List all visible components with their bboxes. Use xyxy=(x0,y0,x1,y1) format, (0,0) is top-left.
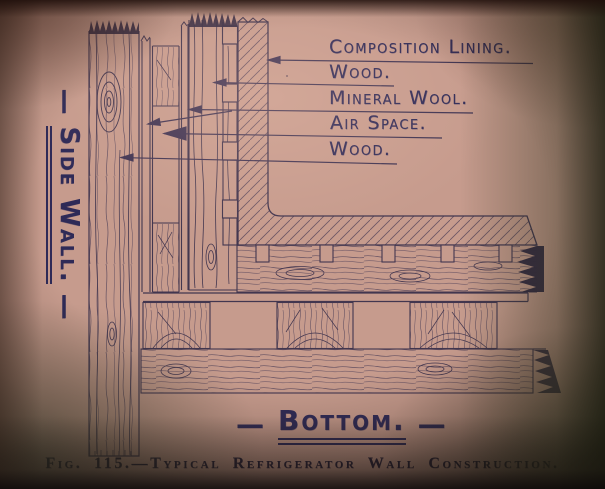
callout-composition-lining: Composition Lining. xyxy=(329,36,513,58)
callout-air-space: Air Space. xyxy=(330,112,427,134)
bottom-label: — Bottom. — xyxy=(236,404,448,445)
dash: — xyxy=(236,408,266,441)
figure-caption: Fig. 115.—Typical Refrigerator Wall Cons… xyxy=(45,455,560,472)
callout-wood-outer: Wood. xyxy=(329,138,392,160)
side-wall-text: Side Wall. xyxy=(46,126,84,284)
side-wall-label: — Side Wall. — xyxy=(44,88,86,322)
callout-wood-inner: Wood. xyxy=(329,61,392,83)
dash: — xyxy=(50,293,80,322)
bottom-text: Bottom. xyxy=(278,404,406,445)
dash: — xyxy=(417,408,448,441)
callout-mineral-wool: Mineral Wool. xyxy=(329,87,469,109)
dash: — xyxy=(50,88,80,117)
